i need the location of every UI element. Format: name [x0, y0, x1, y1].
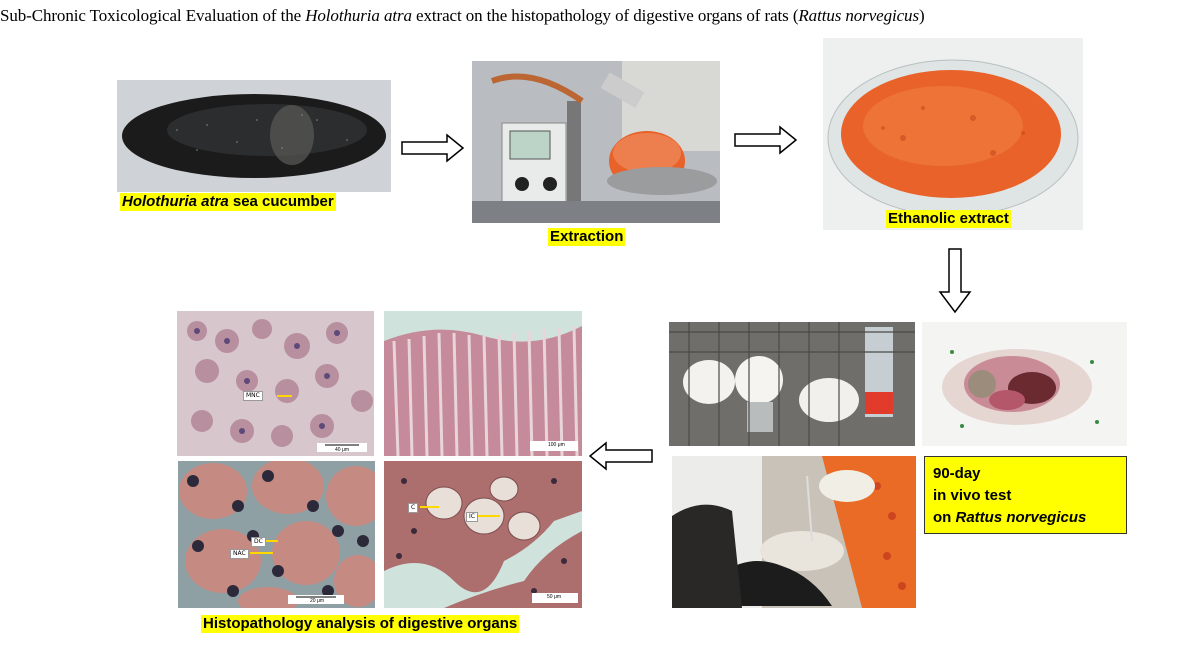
sea-cucumber-label: Holothuria atra sea cucumber — [120, 193, 336, 211]
in-vivo-test-box: 90-day in vivo test on Rattus norvegicus — [924, 456, 1127, 534]
histopathology-label: Histopathology analysis of digestive org… — [201, 615, 520, 633]
in-vivo-line-3: on Rattus norvegicus — [933, 509, 1087, 526]
micrograph-bottom-right: C IC 50 μm — [384, 461, 582, 608]
nac-tag: NAC — [230, 549, 249, 559]
sea-cucumber-photo — [117, 80, 391, 192]
rotary-evaporator-photo — [472, 61, 720, 223]
scale-label: 20 μm — [310, 598, 324, 604]
in-vivo-line-1: 90-day — [933, 465, 981, 482]
figure-title: Sub-Chronic Toxicological Evaluation of … — [0, 6, 925, 25]
micrograph-bottom-left: DC NAC 20 μm — [178, 461, 375, 608]
arrow-right-icon — [401, 133, 465, 163]
micrograph-top-right: 100 μm — [384, 311, 582, 456]
arrow-right-icon — [734, 125, 798, 155]
arrow-left-icon — [588, 441, 653, 471]
scale-label: 100 μm — [548, 442, 565, 448]
rats-cage-photo — [669, 322, 915, 446]
ethanolic-extract-photo — [823, 38, 1083, 230]
ic-tag: IC — [466, 512, 478, 522]
oral-gavage-photo — [672, 456, 916, 608]
mnc-tag: MNC — [243, 391, 263, 401]
scale-label: 40 μm — [335, 447, 349, 453]
c-tag: C — [408, 503, 419, 513]
dc-tag: DC — [251, 537, 266, 547]
ethanolic-extract-label: Ethanolic extract — [886, 210, 1011, 228]
dissected-rat-photo — [922, 322, 1127, 446]
micrograph-top-left: MNC 40 μm — [177, 311, 374, 456]
arrow-down-icon — [938, 248, 972, 314]
in-vivo-line-2: in vivo test — [933, 487, 1012, 504]
extraction-label: Extraction — [548, 228, 626, 246]
scale-label: 50 μm — [547, 594, 561, 600]
